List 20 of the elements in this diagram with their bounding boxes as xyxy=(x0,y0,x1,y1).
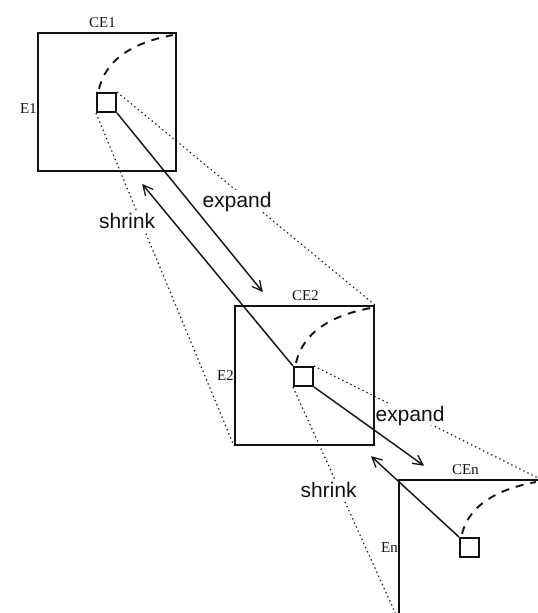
square-label: E2 xyxy=(217,369,234,384)
arrow xyxy=(314,386,424,466)
square-heading: CE1 xyxy=(89,16,116,31)
arrow xyxy=(371,456,460,538)
dotted-line xyxy=(95,112,235,446)
arrow xyxy=(116,112,263,292)
dotted-line xyxy=(292,386,399,613)
center-square xyxy=(96,92,117,113)
edge-label: shrink xyxy=(300,480,358,501)
square-label: E1 xyxy=(20,102,37,117)
square-label: En xyxy=(381,541,398,556)
edge-label: expand xyxy=(202,190,272,211)
center-square xyxy=(293,366,314,387)
edge-label: shrink xyxy=(98,210,156,232)
square-heading: CE2 xyxy=(292,289,319,304)
square-heading: CEn xyxy=(452,463,479,478)
dotted-line xyxy=(116,92,376,306)
arrow xyxy=(142,184,294,367)
center-square xyxy=(459,537,480,558)
edge-label: expand xyxy=(374,404,446,425)
